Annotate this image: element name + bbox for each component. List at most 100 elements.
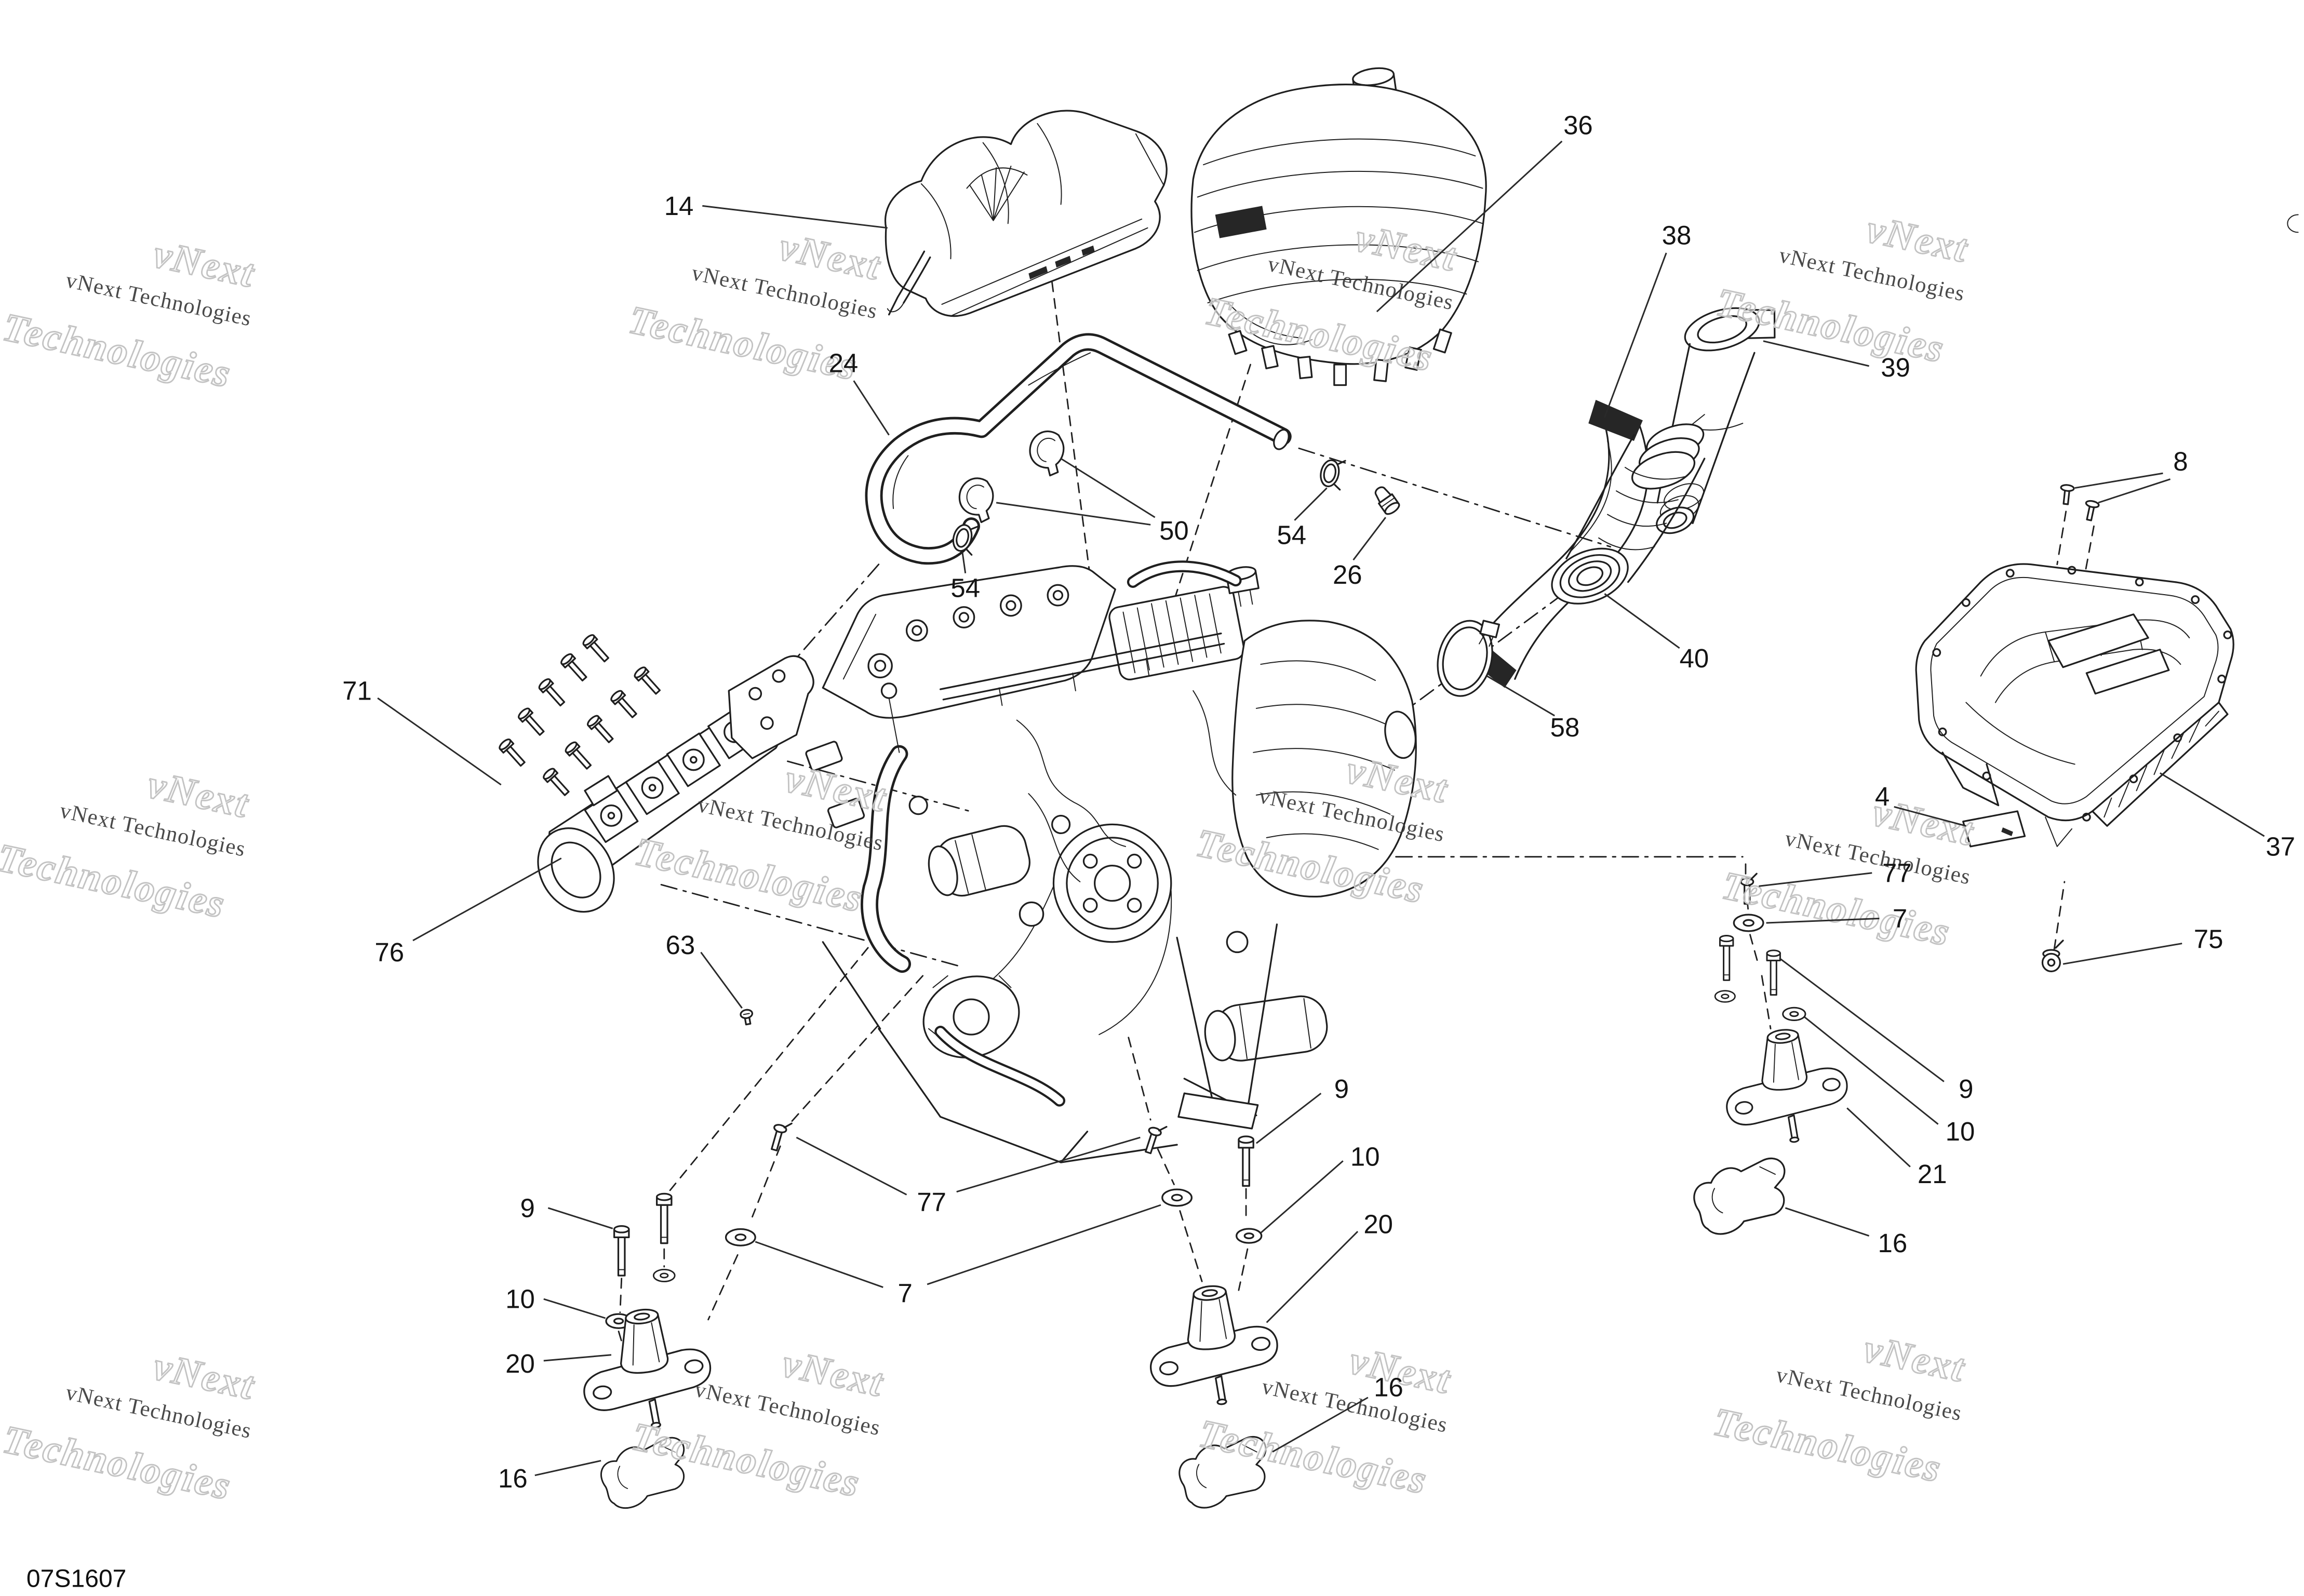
leader-line-37-15 bbox=[2159, 772, 2265, 837]
callout-71-12: 71 bbox=[342, 676, 372, 705]
callout-7-29: 7 bbox=[898, 1278, 913, 1308]
construction-lines bbox=[618, 248, 2095, 1347]
callout-21-22: 21 bbox=[1918, 1159, 1947, 1189]
leader-line-14-0 bbox=[702, 205, 888, 229]
watermark-outline-line1: vNext bbox=[776, 224, 885, 289]
watermark-outline-line1: vNext bbox=[150, 1344, 259, 1408]
watermark-outline-line1: vNext bbox=[1863, 207, 1972, 271]
callout-77-16: 77 bbox=[1882, 858, 1912, 888]
callout-9-24: 9 bbox=[1334, 1074, 1349, 1104]
callout-50-6: 50 bbox=[1159, 516, 1189, 545]
leader-line-20-26 bbox=[1266, 1231, 1359, 1323]
leader-line-16-27 bbox=[1272, 1397, 1369, 1453]
callout-37-15: 37 bbox=[2266, 831, 2295, 861]
callout-40-10: 40 bbox=[1680, 643, 1709, 673]
intake-tube-part bbox=[1656, 307, 1776, 534]
watermark-outline-line1: vNext bbox=[782, 756, 891, 821]
callout-38-3: 38 bbox=[1662, 220, 1692, 250]
leader-line-4-19 bbox=[1894, 806, 1966, 827]
leader-line-8-5 bbox=[2074, 472, 2163, 489]
hose-clamp-58-part bbox=[1437, 620, 1501, 697]
callout-9-30: 9 bbox=[520, 1193, 534, 1223]
callout-76-13: 76 bbox=[374, 937, 404, 967]
callout-36-2: 36 bbox=[1563, 110, 1593, 140]
exhaust-manifold-part bbox=[537, 655, 814, 913]
leader-line-39-4 bbox=[1763, 340, 1869, 367]
leader-line-10-21 bbox=[1804, 1016, 1939, 1125]
leader-line-21-22 bbox=[1846, 1107, 1911, 1168]
engine-cover-spout bbox=[887, 250, 931, 316]
leader-line-26-9 bbox=[1352, 517, 1387, 561]
leader-line-77-28 bbox=[956, 1136, 1141, 1193]
leader-line-7-17 bbox=[1766, 918, 1880, 924]
callout-10-25: 10 bbox=[1350, 1142, 1380, 1171]
leader-line-9-24 bbox=[1255, 1092, 1322, 1144]
leader-line-50-6 bbox=[996, 502, 1151, 526]
leader-line-16-33 bbox=[534, 1459, 601, 1477]
watermark-outline-line1: vNext bbox=[150, 232, 259, 296]
leader-line-9-30 bbox=[547, 1207, 613, 1229]
leader-line-71-12 bbox=[377, 697, 502, 786]
leader-line-54-8 bbox=[1294, 487, 1328, 521]
callout-16-23: 16 bbox=[1878, 1228, 1908, 1258]
oil-pan-part bbox=[1915, 563, 2234, 847]
intake-boot-part bbox=[1551, 414, 1706, 605]
watermark-outline-line1: vNext bbox=[144, 762, 253, 826]
leader-line-36-2 bbox=[1376, 140, 1563, 313]
callout-20-32: 20 bbox=[505, 1349, 535, 1378]
callout-10-21: 10 bbox=[1946, 1117, 1975, 1146]
callout-4-19: 4 bbox=[1875, 782, 1890, 811]
leader-line-76-13 bbox=[412, 857, 562, 942]
diagram-code: 07S1607 bbox=[26, 1565, 127, 1593]
watermark-outline-line1: vNext bbox=[1860, 1326, 1969, 1391]
leader-line-77-16 bbox=[1759, 872, 1872, 887]
callout-24-1: 24 bbox=[829, 348, 859, 378]
callout-58-11: 58 bbox=[1550, 713, 1580, 742]
drain-plug-part bbox=[2041, 940, 2064, 972]
leader-line-20-32 bbox=[543, 1354, 612, 1362]
engine-assembly bbox=[805, 560, 1417, 1163]
callout-26-9: 26 bbox=[1333, 560, 1362, 589]
leader-line-77-28 bbox=[796, 1136, 907, 1196]
engine-cover-part bbox=[884, 110, 1168, 317]
leader-line-8-5 bbox=[2098, 478, 2171, 504]
screw-63-part bbox=[739, 1008, 755, 1026]
leader-line-10-31 bbox=[543, 1298, 606, 1319]
callout-54-7: 54 bbox=[950, 573, 980, 602]
leader-line-10-25 bbox=[1260, 1160, 1344, 1234]
hose-clip-parts bbox=[957, 428, 1067, 524]
callout-10-31: 10 bbox=[505, 1284, 535, 1314]
callout-20-26: 20 bbox=[1363, 1209, 1393, 1239]
edge-artifact bbox=[2287, 214, 2299, 233]
watermark-outline-line1: vNext bbox=[779, 1341, 888, 1405]
leader-line-63-14 bbox=[700, 951, 743, 1009]
leader-line-54-7 bbox=[961, 552, 967, 573]
leader-line-75-18 bbox=[2062, 943, 2182, 965]
callout-7-17: 7 bbox=[1893, 904, 1907, 933]
leader-line-50-6 bbox=[1060, 458, 1156, 518]
diagram-line-art bbox=[497, 67, 2299, 1511]
callout-75-18: 75 bbox=[2194, 924, 2223, 954]
leader-line-38-3 bbox=[1603, 252, 1667, 418]
callout-63-14: 63 bbox=[666, 930, 695, 960]
leader-line-24-1 bbox=[853, 380, 890, 436]
leader-line-7-29 bbox=[927, 1204, 1161, 1285]
leader-line-40-10 bbox=[1604, 593, 1680, 649]
fitting-26-part bbox=[1371, 482, 1402, 517]
callout-16-33: 16 bbox=[498, 1464, 528, 1493]
air-filter-box-part bbox=[1190, 67, 1487, 386]
breather-hose-part bbox=[865, 333, 1292, 565]
callout-9-20: 9 bbox=[1959, 1074, 1973, 1104]
callout-54-8: 54 bbox=[1277, 520, 1306, 550]
callout-14-0: 14 bbox=[664, 191, 694, 221]
callout-16-27: 16 bbox=[1374, 1372, 1403, 1402]
leader-line-58-11 bbox=[1486, 675, 1555, 717]
leader-line-16-23 bbox=[1785, 1207, 1870, 1237]
